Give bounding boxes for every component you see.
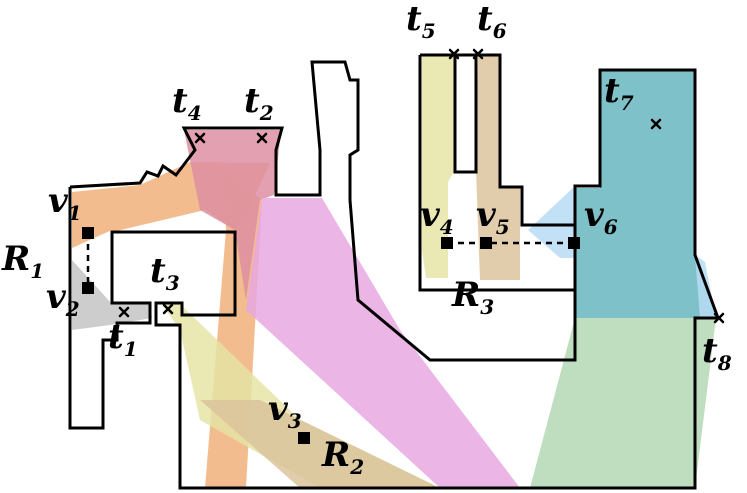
- label-R1: R1: [1, 239, 44, 283]
- cross-t4: [194, 132, 206, 144]
- region-gray-R1: [72, 260, 152, 330]
- label-t3: t3: [150, 251, 180, 295]
- label-t5: t5: [406, 0, 436, 43]
- region-light-blue-left: [528, 186, 575, 258]
- label-v4: v4: [420, 195, 454, 239]
- cross-t2: [256, 132, 268, 144]
- cross-t5: [448, 48, 460, 60]
- label-R3: R3: [451, 275, 494, 319]
- vertex-v6: [568, 237, 580, 249]
- cross-t3: [162, 303, 174, 315]
- cross-t1: [118, 306, 130, 318]
- outline-left-polygon: [68, 60, 721, 490]
- label-t4: t4: [172, 81, 202, 125]
- vertex-v4: [441, 237, 453, 249]
- label-v2: v2: [46, 277, 80, 321]
- cross-t6: [472, 48, 484, 60]
- cross-t8: [713, 312, 725, 324]
- label-t2: t2: [244, 81, 274, 125]
- region-magenta-beam: [246, 198, 520, 488]
- vertex-v5: [480, 237, 492, 249]
- label-t1: t1: [108, 317, 138, 361]
- vertex-v1: [82, 227, 94, 239]
- label-v3: v3: [268, 389, 302, 433]
- vertex-v2: [82, 282, 94, 294]
- label-v5: v5: [476, 195, 510, 239]
- label-t6: t6: [477, 0, 507, 43]
- label-v6: v6: [584, 195, 618, 239]
- label-R2: R2: [321, 435, 364, 479]
- region-teal-room: [575, 70, 716, 318]
- region-pink-room: [184, 130, 281, 300]
- outline-right-fork: [418, 53, 577, 318]
- vertex-v3: [298, 432, 310, 444]
- cross-t7: [650, 118, 662, 130]
- region-green-floor: [530, 318, 716, 488]
- region-tan-beam: [200, 400, 440, 488]
- label-v1: v1: [48, 181, 82, 225]
- label-t8: t8: [702, 331, 732, 375]
- polygon-outlines: [68, 53, 721, 490]
- region-tan-prong-right: [476, 55, 520, 280]
- region-yellow-prong-left: [422, 55, 455, 278]
- label-t7: t7: [604, 71, 634, 115]
- outline-left-room: [112, 230, 237, 317]
